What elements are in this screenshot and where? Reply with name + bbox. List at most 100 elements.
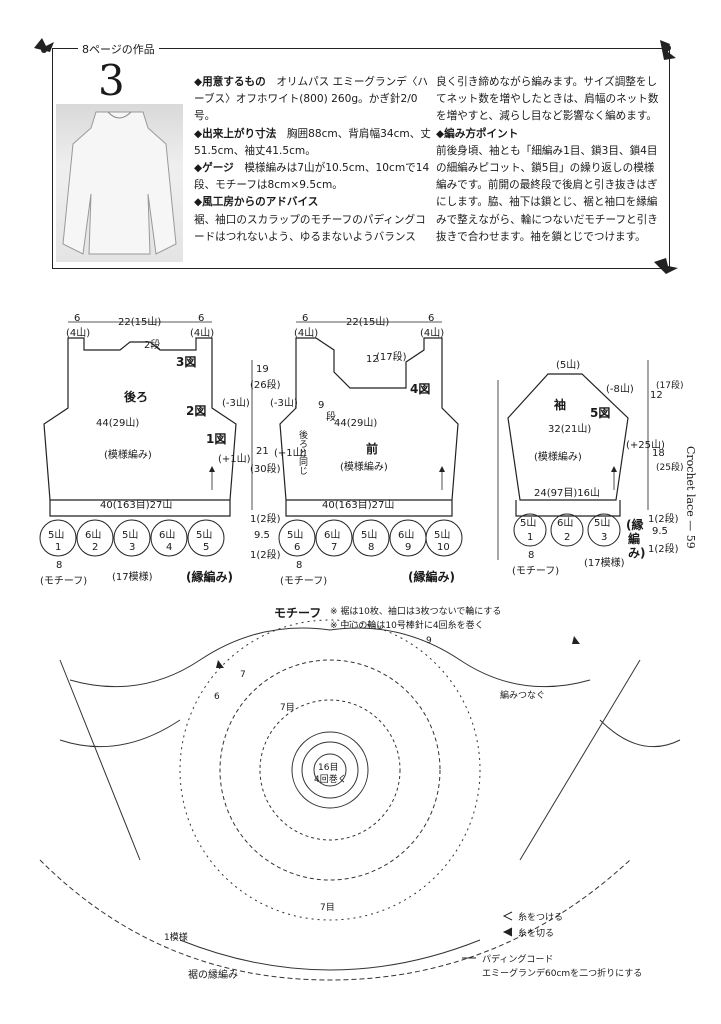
front-top-center-dim: 22(15山) (346, 317, 390, 328)
back-mark-1: 1図 (206, 432, 227, 446)
front-motif-label: (モチーフ) (280, 576, 328, 587)
holly-ornament-icon (34, 38, 678, 274)
sleeve-increase: (+25山) (626, 440, 665, 451)
front-neck-depth: 12 (366, 354, 379, 365)
sleeve-edge-3: み) (628, 546, 646, 560)
legend-attach: 糸をつける (518, 913, 564, 923)
motif-one-repeat: 1模様 (164, 933, 188, 943)
back-neck-label: 2段 (144, 340, 161, 351)
back-top-left-dim: 6 (74, 313, 81, 324)
legend-arrows-icon (462, 911, 513, 959)
sleeve-piece-name: 袖 (554, 398, 567, 412)
front-motif-2-count: 6山 (324, 530, 341, 541)
back-side-dim-7: 1(2段) (250, 514, 281, 525)
sleeve-bottom-count: 24(97目)16山 (534, 488, 600, 499)
back-repeat: (17模様) (112, 572, 153, 583)
front-motif-1-num: 6 (294, 542, 301, 553)
front-left-dec: (-3山) (270, 398, 298, 409)
header-rule-right (669, 48, 670, 268)
motif-note-1: ※ 裾は10枚、袖口は3枚つないで輪にする (330, 607, 502, 617)
front-neck-rows: (17段) (376, 352, 407, 363)
motif-center-wrap: 4回巻く (314, 775, 347, 785)
back-motif-4-num: 4 (166, 542, 173, 553)
front-motif-row (278, 519, 463, 557)
sleeve-mark-5: 5図 (590, 406, 611, 420)
back-edge: (縁編み) (186, 570, 233, 584)
sleeve-length: 18 (652, 448, 665, 459)
header-rule-left (52, 48, 53, 268)
motif-title: モチーフ (274, 606, 322, 620)
front-motif-4-num: 9 (405, 542, 412, 553)
sleeve-motif-1-num: 1 (527, 532, 534, 543)
front-top-left-dim: 6 (302, 313, 309, 324)
sleeve-right-2: 9.5 (652, 526, 668, 537)
motif-crochet-chart (39, 619, 681, 981)
sleeve-motif-1-count: 5山 (520, 518, 537, 529)
sleeve-right-1: 1(2段) (648, 514, 679, 525)
sleeve-edge-1: (縁 (626, 518, 644, 532)
front-same-as-back: 後ろと同じ (297, 430, 307, 475)
sleeve-length-rows: (25段) (656, 463, 684, 473)
padding-cord-label: パディングコード (482, 955, 554, 965)
motif-row-7: 7 (240, 670, 246, 680)
back-side-dim-2: (26段) (250, 380, 281, 391)
sleeve-motif-2-num: 2 (564, 532, 571, 543)
back-mark-2: 2図 (186, 404, 207, 418)
back-motif-5-num: 5 (203, 542, 210, 553)
back-top-center-dim: 22(15山) (118, 317, 162, 328)
sleeve-motif-label: (モチーフ) (512, 566, 560, 577)
front-motif-width: 8 (296, 560, 303, 571)
front-motif-2-num: 7 (331, 542, 338, 553)
back-width: 44(29山) (96, 418, 140, 429)
arrow-heads (209, 466, 617, 472)
front-motif-1-count: 5山 (287, 530, 304, 541)
front-top-left-sub: (4山) (294, 328, 319, 339)
sleeve-motif-row (513, 513, 621, 547)
sleeve-motif-2-count: 6山 (557, 518, 574, 529)
back-top-right-dim: 6 (198, 313, 205, 324)
front-neck-step-unit: 段 (326, 412, 336, 423)
motif-row-6: 6 (214, 692, 220, 702)
back-side-dim-6: (+1山) (218, 454, 251, 465)
front-width: 44(29山) (334, 418, 378, 429)
padding-cord-note: エミーグランデ60cmを二つ折りにする (482, 969, 643, 979)
back-motif-4-count: 6山 (159, 530, 176, 541)
back-bottom-count: 40(163目)27山 (100, 500, 173, 511)
sleeve-motif-width: 8 (528, 550, 535, 561)
back-schematic (43, 337, 237, 517)
sleeve-cap-depth: 12 (650, 390, 663, 401)
back-side-dim-5: (30段) (250, 464, 281, 475)
cut-thread-marker-icon (216, 636, 580, 668)
magazine-side-title: Crochet lace — 59 (684, 446, 697, 549)
back-side-dim-3: (-3山) (222, 398, 250, 409)
back-side-dim-8: 9.5 (254, 530, 270, 541)
instructions-column-2: 良く引き締めながら編みます。サイズ調整をしてネット数を増やしたときは、肩幅のネッ… (436, 76, 659, 243)
sleeve-width: 32(21山) (548, 424, 592, 435)
sleeve-cap-dec: (-8山) (606, 384, 634, 395)
front-motif-3-num: 8 (368, 542, 375, 553)
back-side-dim-9: 1(2段) (250, 550, 281, 561)
motif-note-2: ※ 中心の輪は10号棒針に4回糸を巻く (330, 621, 484, 631)
sleeve-schematic (507, 373, 629, 517)
back-motif-1-num: 1 (55, 542, 62, 553)
front-motif-5-num: 10 (437, 542, 450, 553)
back-motif-width: 8 (56, 560, 63, 571)
motif-row-7-count: 7目 (280, 703, 295, 713)
front-neck-step: 9 (318, 400, 325, 411)
front-piece-name: 前 (366, 442, 379, 456)
header-rule-bottom (52, 268, 669, 269)
front-motif-4-count: 6山 (398, 530, 415, 541)
front-edge: (縁編み) (408, 570, 455, 584)
motif-hem-edge: 裾の縁編み (188, 970, 238, 981)
front-motif-5-count: 5山 (434, 530, 451, 541)
back-motif-2-num: 2 (92, 542, 99, 553)
header-rule-top (52, 48, 669, 49)
instructions-column-1: ◆用意するもの オリムパス エミーグランデ〈ハーブス〉オフホワイト(800) 2… (194, 76, 431, 243)
back-top-right-sub: (4山) (190, 328, 215, 339)
front-mark-4: 4図 (410, 382, 431, 396)
garment-photo (56, 104, 183, 262)
front-stitch: (模様編み) (340, 462, 388, 473)
back-mark-3: 3図 (176, 355, 197, 369)
sleeve-motif-3-count: 5山 (594, 518, 611, 529)
